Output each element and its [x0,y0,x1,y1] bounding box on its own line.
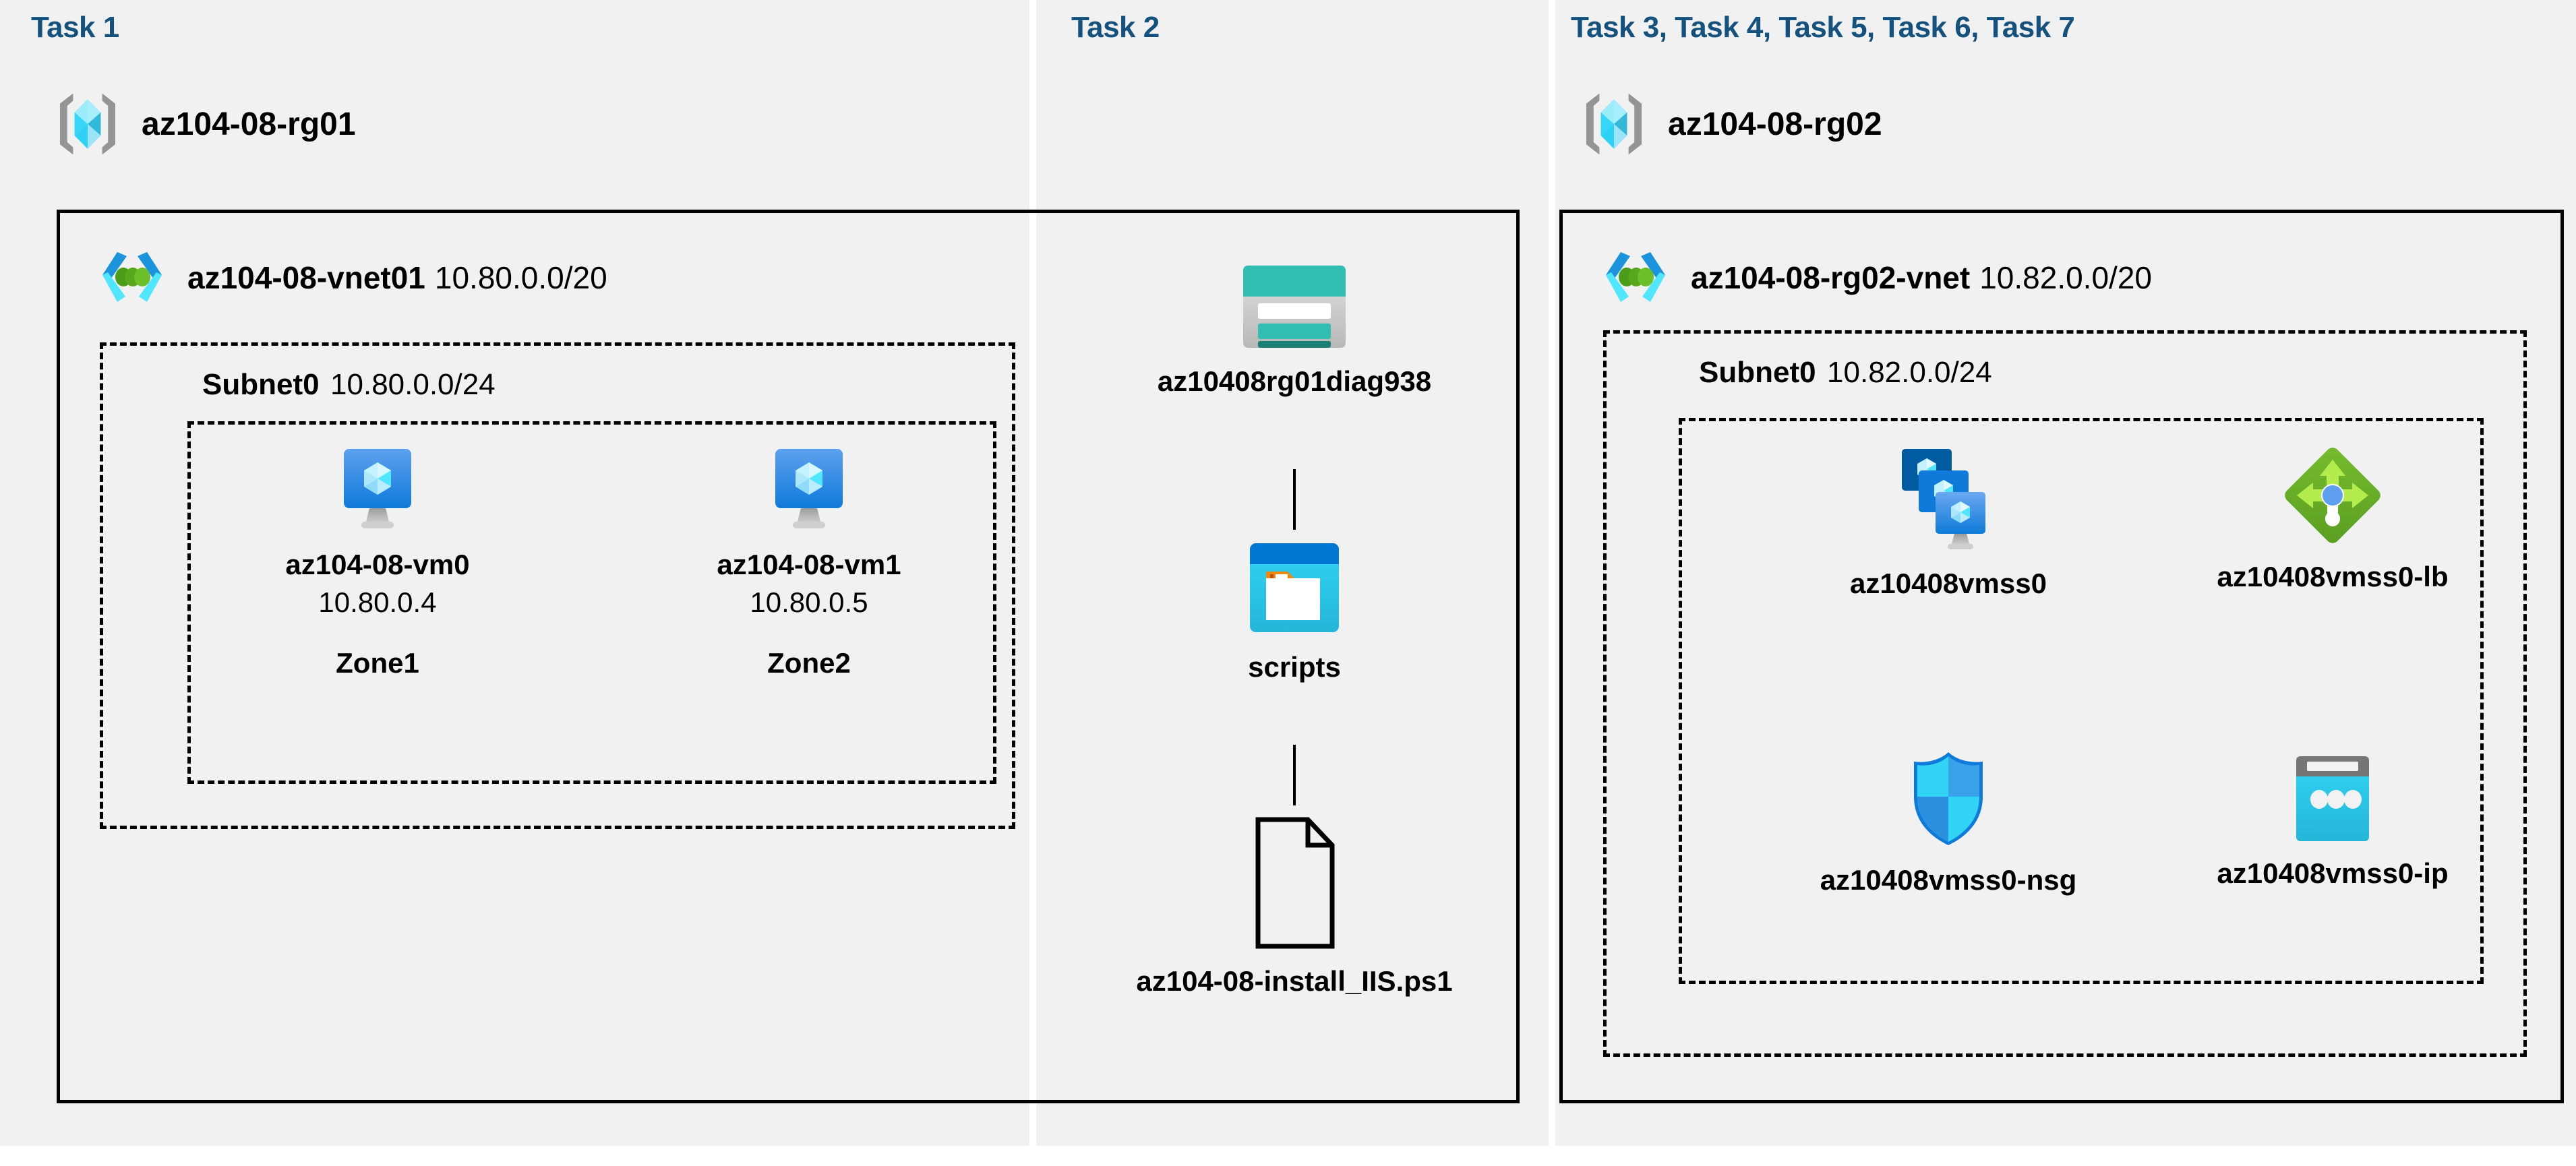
subnet-box-right [1603,330,2527,1057]
resource-group-name: az104-08-rg01 [142,106,356,142]
vnet-cidr: 10.82.0.0/20 [1979,260,2152,295]
vm-scale-set-icon [1898,445,1999,553]
node-label: az10408vmss0-ip [2217,857,2449,889]
node-ip: 10.80.0.4 [318,586,437,618]
resource-group-header-rg02: az104-08-rg02 [1578,88,1882,160]
task-label-2: Task 2 [1071,11,1160,44]
node-vm0[interactable]: az104-08-vm0 10.80.0.4 Zone1 [270,445,485,679]
blob-container-icon [1246,539,1343,636]
node-label: az104-08-vm1 [717,549,901,580]
vnet-header-right: az104-08-rg02-vnet 10.82.0.0/20 [1598,243,2152,313]
resource-group-inner-box-right [1679,418,2484,984]
node-ip: 10.80.0.5 [750,586,868,618]
load-balancer-icon [2282,445,2383,546]
node-zone: Zone2 [767,647,851,679]
panel-task-1 [0,0,1029,1146]
virtual-machine-icon [766,445,852,534]
subnet-name: Subnet0 [202,368,320,401]
vnet-name: az104-08-rg02-vnet [1691,260,1971,295]
node-storage-account[interactable]: az10408rg01diag938 [1146,263,1443,398]
file-icon [1250,816,1339,950]
node-label: az10408vmss0-lb [2217,561,2449,592]
vnet-cidr: 10.80.0.0/20 [434,260,607,295]
node-nsg[interactable]: az10408vmss0-nsg [1780,748,2117,896]
panel-gutter-mask [1029,213,1036,1100]
task-label-1: Task 1 [31,11,119,44]
resource-group-icon [51,88,124,160]
subnet-cidr: 10.80.0.0/24 [330,368,496,401]
vnet-box-right [1559,210,2564,1103]
panel-task-3-7 [1555,0,2576,1146]
node-ps1-file[interactable]: az104-08-install_IIS.ps1 [1126,816,1463,998]
node-public-ip[interactable]: az10408vmss0-ip [2184,755,2481,890]
node-label: scripts [1248,651,1341,683]
node-load-balancer[interactable]: az10408vmss0-lb [2178,445,2488,593]
subnet-name: Subnet0 [1699,356,1816,389]
node-label: az104-08-install_IIS.ps1 [1136,965,1453,997]
virtual-network-icon [94,243,170,313]
public-ip-address-icon [2284,755,2381,842]
node-zone: Zone1 [336,647,419,679]
node-label: az10408vmss0-nsg [1820,864,2077,896]
virtual-network-icon [1598,243,1673,313]
node-vm1[interactable]: az104-08-vm1 10.80.0.5 Zone2 [701,445,917,679]
node-vmss[interactable]: az10408vmss0 [1807,445,2090,600]
resource-group-header-rg01: az104-08-rg01 [51,88,356,160]
vnet-box-left [57,210,1520,1103]
vnet-header-left: az104-08-vnet01 10.80.0.0/20 [94,243,607,313]
subnet-header-left: Subnet0 10.80.0.0/24 [202,368,496,402]
connector-container-to-file [1293,745,1296,805]
network-security-group-icon [1906,748,1991,849]
node-label: az10408vmss0 [1850,567,2047,599]
subnet-box-left [100,342,1015,829]
vnet-name: az104-08-vnet01 [187,260,425,295]
virtual-machine-icon [334,445,421,534]
resource-group-icon [1578,88,1650,160]
subnet-header-right: Subnet0 10.82.0.0/24 [1699,356,1992,390]
task-label-3-7: Task 3, Task 4, Task 5, Task 6, Task 7 [1571,11,2075,44]
connector-storage-to-container [1293,469,1296,530]
node-label: az104-08-vm0 [285,549,470,580]
node-label: az10408rg01diag938 [1157,365,1432,397]
node-blob-container[interactable]: scripts [1146,539,1443,683]
storage-account-icon [1227,263,1362,350]
subnet-cidr: 10.82.0.0/24 [1827,356,1992,389]
zone-group-box-left [187,421,996,784]
resource-group-name: az104-08-rg02 [1668,106,1882,142]
